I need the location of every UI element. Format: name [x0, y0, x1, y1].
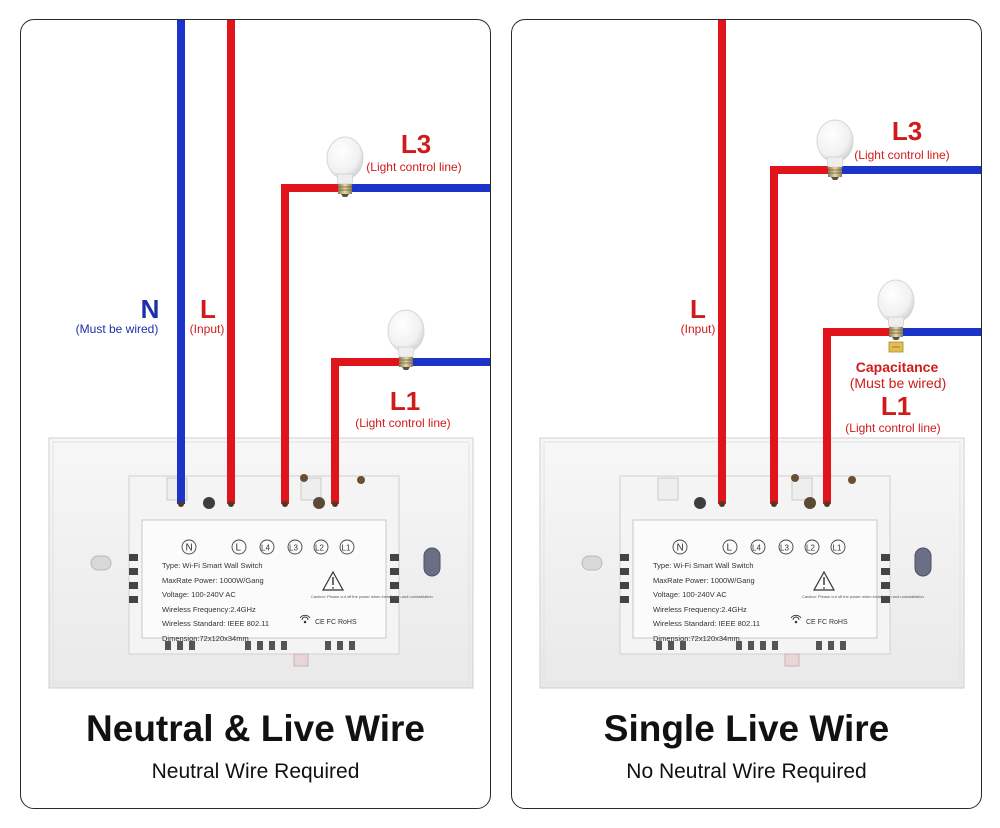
- wires: [718, 20, 981, 504]
- l1-label: L1: [881, 391, 911, 421]
- caution-text: Caution: Please cut off the power when i…: [311, 594, 433, 599]
- svg-text:L1: L1: [342, 544, 351, 553]
- svg-text:L: L: [727, 543, 733, 554]
- l3-note: (Light control line): [366, 160, 461, 174]
- l1-note: (Light control line): [355, 416, 450, 430]
- spec-standard: Wireless Standard: IEEE 802.11: [653, 619, 760, 628]
- spec-dimension: Dimension:72x120x34mm: [653, 634, 740, 643]
- capacitor-icon: [888, 341, 904, 353]
- l1-label: L1: [390, 386, 420, 416]
- svg-text:L3: L3: [289, 544, 298, 553]
- spec-power: MaxRate Power: 1000W/Gang: [162, 576, 264, 585]
- spec-type: Type: Wi-Fi Smart Wall Switch: [653, 561, 754, 570]
- l-label: L: [200, 294, 216, 324]
- spec-type: Type: Wi-Fi Smart Wall Switch: [162, 561, 263, 570]
- single-live-wire-panel: N L L4 L3 L2 L1 Type: Wi-Fi Smart Wall S…: [511, 19, 982, 809]
- l3-wire-red: [770, 166, 834, 504]
- l-note: (Input): [681, 322, 716, 336]
- l-label: L: [690, 294, 706, 324]
- svg-text:L3: L3: [780, 544, 789, 553]
- l3-wire-red: [281, 184, 343, 504]
- capacitance-label: Capacitance: [856, 359, 939, 375]
- l-note: (Input): [190, 322, 225, 336]
- l1-note: (Light control line): [845, 421, 940, 435]
- neutral-live-wire-panel: N L L4 L3 L2 L1 Type: Wi-Fi Smart Wall S…: [20, 19, 491, 809]
- spec-dimension: Dimension:72x120x34mm: [162, 634, 249, 643]
- panel-title: Neutral & Live Wire: [86, 708, 425, 749]
- svg-text:L4: L4: [261, 544, 270, 553]
- svg-text:N: N: [677, 543, 684, 554]
- spec-voltage: Voltage: 100-240V AC: [162, 590, 236, 599]
- svg-text:L: L: [236, 543, 242, 554]
- wires: [177, 20, 490, 504]
- spec-standard: Wireless Standard: IEEE 802.11: [162, 619, 269, 628]
- l1-wire-red: [823, 328, 895, 504]
- spec-voltage: Voltage: 100-240V AC: [653, 590, 727, 599]
- svg-text:N: N: [186, 543, 193, 554]
- capacitance-note: (Must be wired): [850, 375, 946, 391]
- panel-title: Single Live Wire: [603, 708, 890, 749]
- switch-body: N L L4 L3 L2 L1 Type: Wi-Fi Smart Wall S…: [48, 437, 474, 689]
- l3-note: (Light control line): [854, 148, 949, 162]
- wiring-diagram: N L L4 L3 L2 L1 Type: Wi-Fi Smart Wall S…: [539, 20, 981, 689]
- wiring-diagram: N L L4 L3 L2 L1 Type: Wi-Fi Smart Wall S…: [48, 20, 490, 689]
- panel-subtitle: Neutral Wire Required: [151, 760, 360, 783]
- spec-frequency: Wireless Frequency:2.4GHz: [162, 605, 256, 614]
- l3-label: L3: [892, 116, 922, 146]
- panel-subtitle: No Neutral Wire Required: [626, 760, 867, 783]
- svg-text:L4: L4: [752, 544, 761, 553]
- l3-label: L3: [401, 129, 431, 159]
- spec-frequency: Wireless Frequency:2.4GHz: [653, 605, 747, 614]
- spec-power: MaxRate Power: 1000W/Gang: [653, 576, 755, 585]
- cert-marks: CE FC RoHS: [315, 619, 357, 626]
- svg-text:L1: L1: [833, 544, 842, 553]
- n-label: N: [141, 294, 160, 324]
- svg-text:L2: L2: [315, 544, 324, 553]
- switch-body: N L L4 L3 L2 L1 Type: Wi-Fi Smart Wall S…: [539, 437, 965, 689]
- svg-text:L2: L2: [806, 544, 815, 553]
- cert-marks: CE FC RoHS: [806, 619, 848, 626]
- n-note: (Must be wired): [76, 322, 159, 336]
- l1-wire-red: [331, 358, 405, 504]
- caution-text: Caution: Please cut off the power when i…: [802, 594, 924, 599]
